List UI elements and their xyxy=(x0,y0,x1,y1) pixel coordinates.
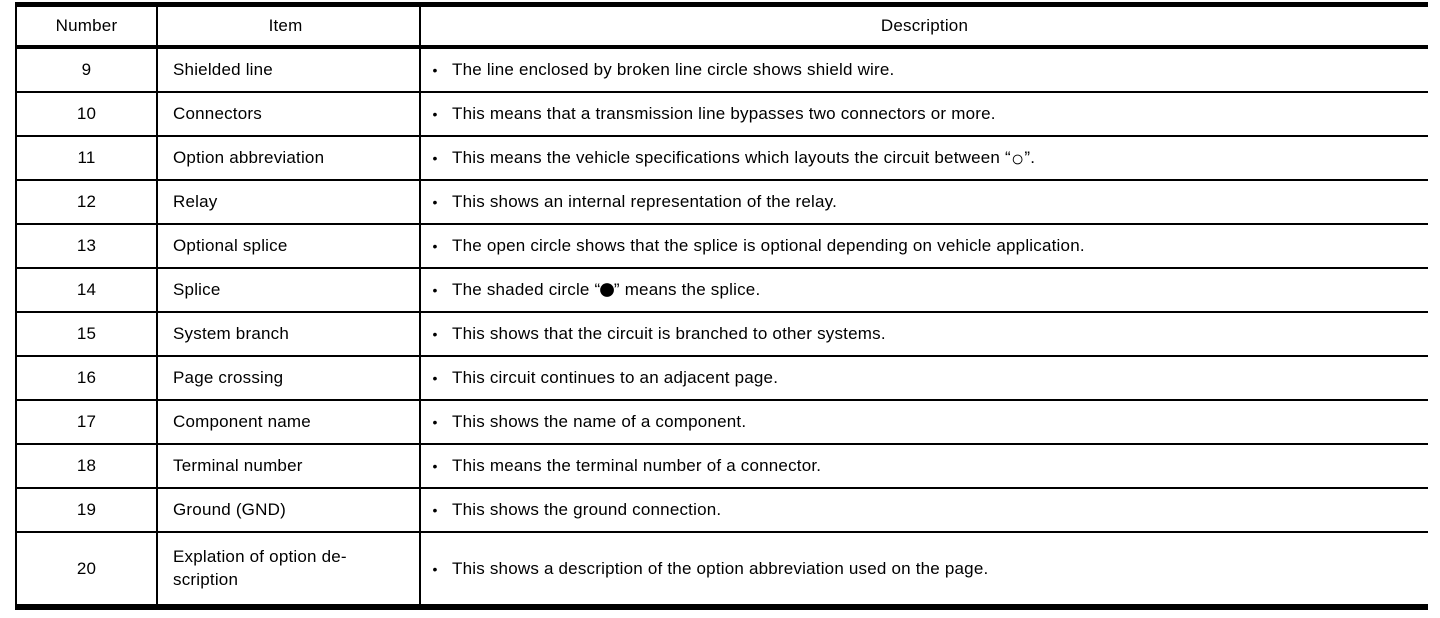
bullet-icon: • xyxy=(432,62,438,78)
bullet-icon: • xyxy=(432,106,438,122)
bullet-icon: • xyxy=(432,326,438,342)
row-description: This shows the ground connection. xyxy=(452,500,722,519)
bullet-icon: • xyxy=(432,282,438,298)
row-description: This shows the name of a component. xyxy=(452,412,747,431)
splice-filled-circle-icon: ● xyxy=(597,270,617,307)
row-item: Optional splice xyxy=(156,223,420,268)
row-item: Page crossing xyxy=(156,355,420,400)
option-open-circle-icon: ○ xyxy=(1010,146,1025,171)
table-row: 18 Terminal number • This means the termi… xyxy=(15,443,1428,488)
row-number: 15 xyxy=(15,311,157,356)
column-header-number: Number xyxy=(15,3,157,49)
row-description: The line enclosed by broken line circle … xyxy=(452,60,895,79)
row-description: This shows a description of the option a… xyxy=(452,558,989,578)
table-row: 11 Option abbreviation • This means the v… xyxy=(15,135,1428,180)
table-row: 15 System branch • This shows that the ci… xyxy=(15,311,1428,356)
row-description: This circuit continues to an adjacent pa… xyxy=(452,368,779,387)
bullet-icon: • xyxy=(432,560,438,577)
row-item: Relay xyxy=(156,179,420,224)
row-description: The shaded circle “ xyxy=(452,280,601,299)
row-item: Option abbreviation xyxy=(156,135,420,180)
column-header-item: Item xyxy=(156,3,420,49)
row-item: Connectors xyxy=(156,91,420,136)
row-item: Terminal number xyxy=(156,443,420,488)
header-row: Number Item Description xyxy=(15,3,1428,49)
row-item: Ground (GND) xyxy=(156,487,420,532)
row-item: Component name xyxy=(156,399,420,444)
row-item: Splice xyxy=(156,267,420,312)
row-description-end: ” means the splice. xyxy=(613,280,761,299)
row-description: This shows that the circuit is branched … xyxy=(452,324,886,343)
row-description: This shows an internal representation of… xyxy=(452,192,838,211)
row-number: 10 xyxy=(15,91,157,136)
table-row: 20 Explation of option de- scription • Th… xyxy=(15,531,1428,607)
row-item: Shielded line xyxy=(156,46,420,92)
table-row: 14 Splice • The shaded circle “●” means t… xyxy=(15,267,1428,312)
row-item: System branch xyxy=(156,311,420,356)
bullet-icon: • xyxy=(432,458,438,474)
row-number: 9 xyxy=(15,46,157,92)
table-row: 17 Component name • This shows the name o… xyxy=(15,399,1428,444)
bullet-icon: • xyxy=(432,238,438,254)
row-number: 19 xyxy=(15,487,157,532)
row-number: 20 xyxy=(15,531,157,607)
table-row: 19 Ground (GND) • This shows the ground c… xyxy=(15,487,1428,532)
table-row: 10 Connectors • This means that a transmi… xyxy=(15,91,1428,136)
row-description: The open circle shows that the splice is… xyxy=(452,236,1085,255)
column-header-description: Description xyxy=(419,3,1428,49)
row-number: 18 xyxy=(15,443,157,488)
row-number: 16 xyxy=(15,355,157,400)
table-row: 13 Optional splice • The open circle show… xyxy=(15,223,1428,268)
row-number: 17 xyxy=(15,399,157,444)
row-item: Explation of option de- scription xyxy=(156,531,420,607)
legend-table: Number Item Description 9 Shielded line … xyxy=(15,2,1428,610)
bullet-icon: • xyxy=(432,150,438,166)
table-row: 16 Page crossing • This circuit continues… xyxy=(15,355,1428,400)
row-description-end: ”. xyxy=(1024,148,1036,167)
row-number: 11 xyxy=(15,135,157,180)
bullet-icon: • xyxy=(432,502,438,518)
row-number: 14 xyxy=(15,267,157,312)
row-description: This means that a transmission line bypa… xyxy=(452,104,996,123)
row-description: This means the vehicle specifications wh… xyxy=(452,148,1011,167)
bullet-icon: • xyxy=(432,194,438,210)
bullet-icon: • xyxy=(432,370,438,386)
row-number: 13 xyxy=(15,223,157,268)
row-number: 12 xyxy=(15,179,157,224)
row-description: This means the terminal number of a conn… xyxy=(452,456,822,475)
table-row: 12 Relay • This shows an internal represe… xyxy=(15,179,1428,224)
table-row: 9 Shielded line • The line enclosed by br… xyxy=(15,46,1428,92)
bullet-icon: • xyxy=(432,414,438,430)
